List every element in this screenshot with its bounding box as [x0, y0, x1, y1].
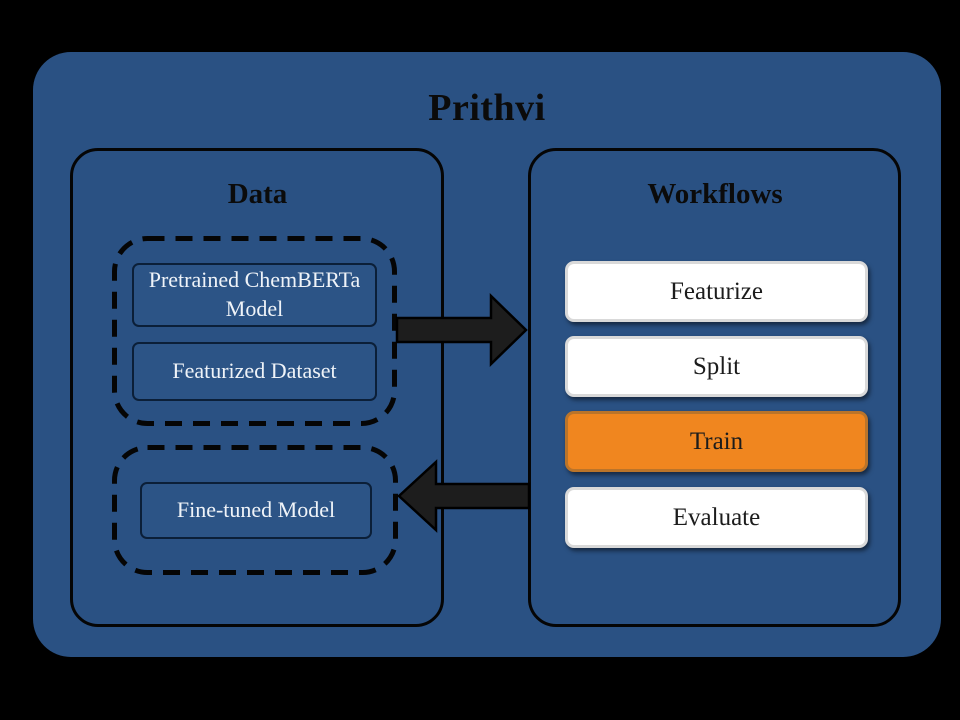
- train-button[interactable]: Train: [565, 411, 868, 472]
- featurized-dataset-node: Featurized Dataset: [132, 342, 377, 401]
- workflows-panel: [528, 148, 901, 627]
- featurize-button[interactable]: Featurize: [565, 261, 868, 322]
- data-panel-title: Data: [227, 178, 288, 210]
- featurized-dataset-label: Featurized Dataset: [172, 358, 337, 384]
- featurize-button-label: Featurize: [669, 277, 763, 305]
- train-button-label: Train: [689, 427, 744, 455]
- pretrained-chemberta-model-label: Pretrained ChemBERTa Model: [148, 267, 361, 321]
- split-button[interactable]: Split: [565, 336, 868, 397]
- diagram-title: Prithvi: [428, 87, 546, 129]
- workflows-panel-title: Workflows: [647, 178, 783, 210]
- evaluate-button-label: Evaluate: [672, 503, 761, 531]
- pretrained-chemberta-model-node: Pretrained ChemBERTa Model: [132, 263, 377, 327]
- data-panel: [70, 148, 444, 627]
- fine-tuned-model-label: Fine-tuned Model: [176, 497, 336, 523]
- split-button-label: Split: [692, 352, 741, 380]
- evaluate-button[interactable]: Evaluate: [565, 487, 868, 548]
- fine-tuned-model-node: Fine-tuned Model: [140, 482, 372, 539]
